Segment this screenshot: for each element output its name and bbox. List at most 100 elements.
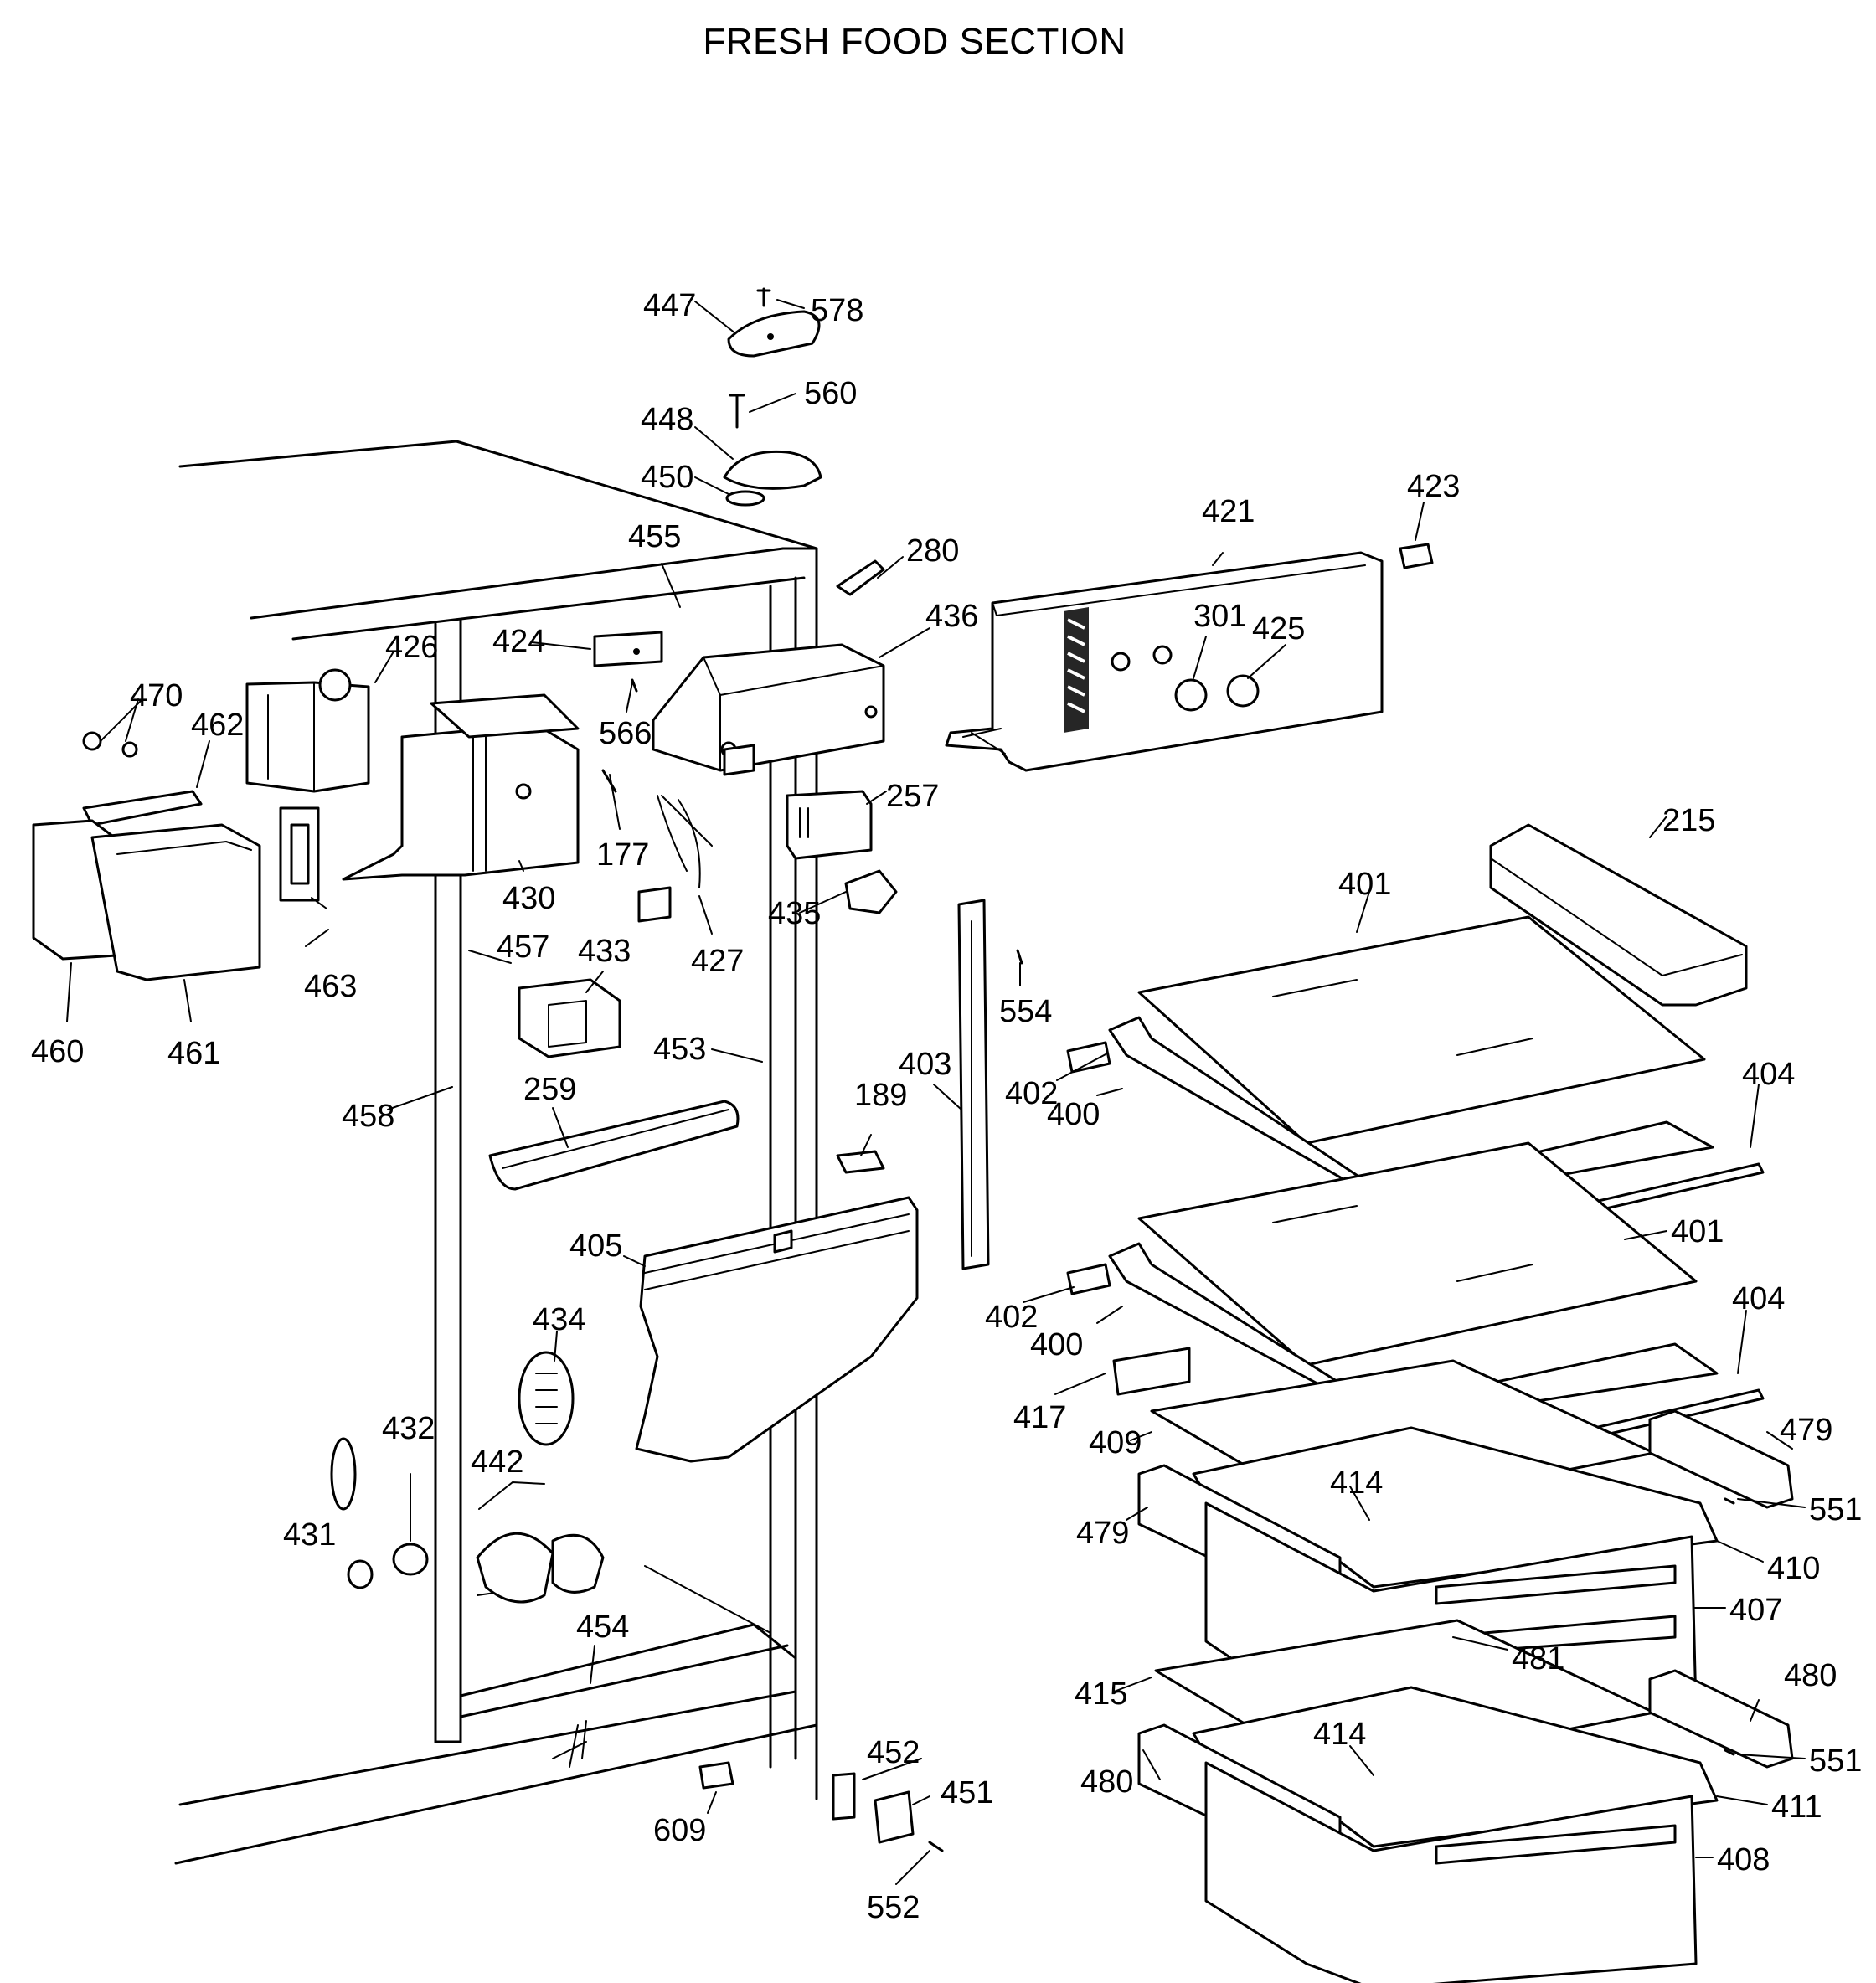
callout-432: 432 (382, 1411, 435, 1446)
drawer-408 (1204, 1761, 1698, 1983)
screw-551a (1724, 1497, 1735, 1505)
callout-455: 455 (628, 519, 681, 554)
callout-552: 552 (867, 1890, 920, 1925)
callout-431: 431 (283, 1517, 336, 1553)
callout-402a: 402 (1005, 1076, 1058, 1111)
damper-cover-447 (727, 310, 821, 358)
socket-432 (392, 1543, 429, 1576)
callout-436: 436 (925, 599, 978, 634)
callout-479a: 479 (1076, 1516, 1129, 1551)
callout-448: 448 (641, 402, 693, 437)
callout-434: 434 (533, 1302, 585, 1337)
callout-452: 452 (867, 1735, 920, 1770)
socket-431 (347, 1559, 374, 1589)
callout-566: 566 (599, 716, 652, 751)
glass-shelf-401a (1137, 915, 1706, 1145)
bracket-402a (1066, 1041, 1111, 1074)
fan-433 (518, 978, 621, 1058)
callout-453: 453 (653, 1032, 706, 1067)
callout-280: 280 (906, 533, 959, 569)
duct-405 (635, 1196, 919, 1463)
callout-301: 301 (1193, 599, 1246, 634)
callout-435: 435 (768, 896, 821, 931)
bulb-423 (1399, 543, 1434, 569)
shelf-frame-400a (1108, 1016, 1714, 1208)
callout-labels: 447 578 560 448 450 280 455 421 423 301 … (31, 288, 1862, 1925)
callout-402b: 402 (985, 1300, 1038, 1335)
callout-447: 447 (643, 288, 696, 323)
callout-415: 415 (1075, 1677, 1127, 1712)
shelf-track-403 (957, 899, 1023, 1270)
callout-405: 405 (570, 1228, 622, 1264)
callout-481: 481 (1512, 1641, 1564, 1677)
light-housing-assembly (342, 631, 663, 881)
callout-470: 470 (130, 678, 183, 713)
callout-411: 411 (1771, 1790, 1822, 1825)
callout-462: 462 (191, 708, 244, 743)
callout-427: 427 (691, 944, 744, 979)
screw-177 (601, 769, 617, 793)
knob-470 (82, 731, 102, 751)
roller-609 (698, 1761, 734, 1790)
callout-400a: 400 (1047, 1097, 1100, 1132)
switch-424 (593, 631, 663, 667)
fan-blade-442 (476, 1532, 554, 1604)
callout-457: 457 (497, 930, 549, 965)
rail-480b (1648, 1669, 1794, 1769)
callout-609: 609 (653, 1813, 706, 1848)
screw-578 (756, 287, 771, 307)
callout-480a: 480 (1080, 1764, 1133, 1800)
screw-566 (631, 678, 638, 693)
bracket-402b (1066, 1263, 1111, 1295)
bracket-452 (832, 1772, 856, 1821)
screw-552 (928, 1841, 944, 1852)
callout-451: 451 (941, 1775, 993, 1810)
callout-560: 560 (804, 376, 857, 411)
callout-458: 458 (342, 1099, 394, 1134)
callout-259: 259 (523, 1072, 576, 1107)
leader-lines (66, 299, 1806, 1885)
damper-housing-448 (723, 450, 822, 490)
callout-554: 554 (999, 994, 1052, 1029)
control-box-assembly-left (32, 668, 370, 981)
bracket-462 (82, 790, 203, 827)
knob-301 (1174, 678, 1208, 712)
control-housing-426 (245, 681, 370, 793)
bracket-417 (1112, 1347, 1191, 1396)
callout-551b: 551 (1809, 1743, 1862, 1779)
callout-421: 421 (1202, 494, 1255, 529)
callout-424: 424 (492, 624, 545, 659)
damper-cover-assembly (723, 287, 822, 507)
light-shield-259 (488, 1100, 740, 1191)
callout-414b: 414 (1313, 1717, 1366, 1752)
screw-551b (1724, 1749, 1735, 1756)
connector-427a (723, 744, 755, 776)
callout-460: 460 (31, 1034, 84, 1069)
gasket-450 (725, 490, 765, 507)
callout-423: 423 (1407, 469, 1460, 504)
shelf-frame-400b (1108, 1242, 1719, 1425)
callout-578: 578 (811, 293, 863, 328)
diagram-title: FRESH FOOD SECTION (703, 21, 1126, 62)
knob-425 (1226, 674, 1260, 708)
screw-560 (729, 394, 745, 429)
callout-401a: 401 (1338, 867, 1391, 902)
electrical-parts (518, 744, 898, 1058)
callout-410: 410 (1767, 1551, 1820, 1586)
callout-403: 403 (899, 1047, 951, 1082)
callout-461: 461 (168, 1036, 220, 1071)
thermistor-435 (844, 869, 898, 914)
callout-414a: 414 (1330, 1465, 1383, 1501)
callout-257: 257 (886, 779, 939, 814)
lower-components (330, 1100, 944, 1852)
callout-409: 409 (1089, 1425, 1142, 1460)
callout-551a: 551 (1809, 1492, 1862, 1527)
housing-461 (90, 823, 261, 981)
callout-442: 442 (471, 1445, 523, 1480)
lamp-431-lens (330, 1437, 357, 1511)
callout-404b: 404 (1732, 1281, 1785, 1316)
hinge-451 (874, 1790, 915, 1844)
callout-407: 407 (1729, 1593, 1782, 1628)
callout-450: 450 (641, 460, 693, 495)
